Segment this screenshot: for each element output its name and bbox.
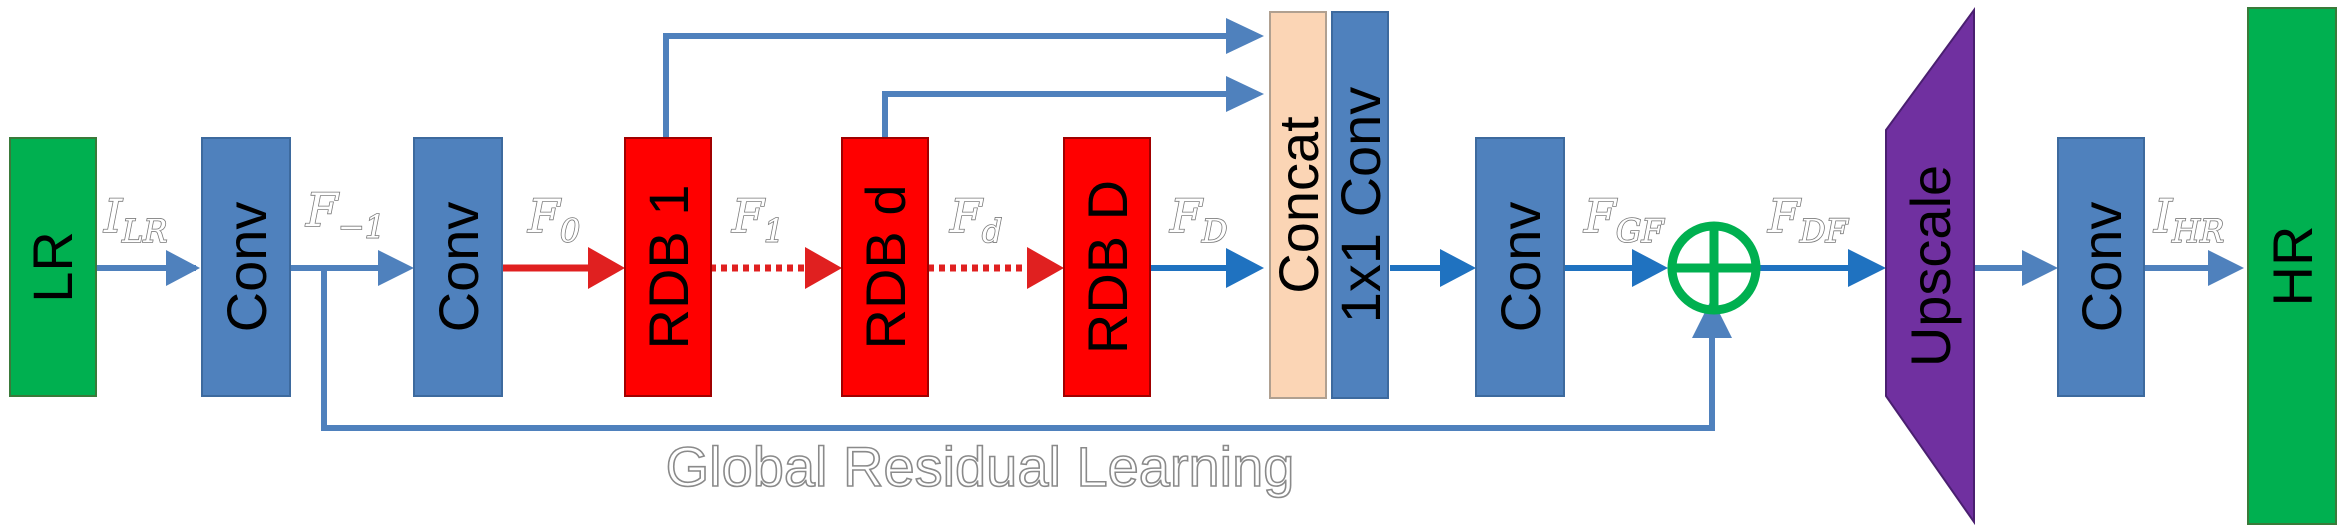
lr-block xyxy=(9,137,97,397)
arrowhead xyxy=(805,247,842,289)
connections xyxy=(96,18,2244,431)
conv-1x1-label: 1x1 Conv xyxy=(1329,87,1392,324)
lr-label: LR xyxy=(21,231,84,303)
upscale-block xyxy=(1885,6,1975,526)
signal-labels: ILR F−1 F0 F1 Fd FD FGF FDF IHR xyxy=(102,182,2225,251)
conv-label-2: Conv xyxy=(427,202,490,333)
rdbd-to-concat-path xyxy=(882,91,1240,138)
concat-block xyxy=(1269,11,1327,399)
rdb-1-block xyxy=(624,137,712,397)
signal-fdf: FDF xyxy=(1767,189,1850,250)
arrowhead xyxy=(2208,250,2244,286)
signal-fd: Fd xyxy=(949,189,1002,250)
conv-label-1: Conv xyxy=(215,202,278,333)
rdb-1-label: RDB 1 xyxy=(637,185,700,350)
rdb-d-block xyxy=(841,137,929,397)
global-residual-caption: Global Residual Learning xyxy=(666,435,1295,498)
signal-fD: FD xyxy=(1169,189,1228,250)
arrowhead xyxy=(1226,18,1264,54)
arrowhead xyxy=(1632,249,1668,287)
conv-block-4 xyxy=(2057,137,2145,397)
arrowhead xyxy=(1848,249,1886,287)
concat-label: Concat xyxy=(1267,116,1330,294)
global-residual-path xyxy=(321,268,1715,431)
upscale-label: Upscale xyxy=(1899,165,1962,367)
conv-block-1 xyxy=(201,137,291,397)
hr-label: HR xyxy=(2261,226,2324,307)
rdb-D-block xyxy=(1063,137,1151,397)
arrowhead xyxy=(1226,248,1264,288)
signal-f-minus1: F−1 xyxy=(305,183,385,246)
arrowhead xyxy=(1692,298,1732,338)
rdb-D-label: RDB D xyxy=(1076,180,1139,354)
arrowhead xyxy=(1440,249,1476,287)
conv-1x1-block xyxy=(1331,11,1389,399)
arrowhead xyxy=(1226,76,1264,112)
rdb-d-label: RDB d xyxy=(854,185,917,350)
conv-label-3: Conv xyxy=(1489,202,1552,333)
rdb1-to-concat-path xyxy=(663,33,1240,138)
hr-block xyxy=(2247,7,2337,525)
signal-f0: F0 xyxy=(527,189,580,250)
arrowhead xyxy=(166,250,200,286)
signal-fgf: FGF xyxy=(1583,189,1665,250)
conv-block-3 xyxy=(1475,137,1565,397)
conv-label-4: Conv xyxy=(2070,202,2133,333)
arrowhead xyxy=(1027,247,1064,289)
blocks: LR Conv Conv RDB 1 RDB d RDB D Concat 1x… xyxy=(9,6,2337,526)
signal-f1: F1 xyxy=(731,189,784,250)
conv-block-2 xyxy=(413,137,503,397)
arrowhead xyxy=(378,250,414,286)
elementwise-sum-node xyxy=(1667,221,1761,315)
signal-i-lr: ILR xyxy=(103,189,168,250)
arrowhead xyxy=(588,247,625,289)
arrowhead xyxy=(2022,250,2058,286)
signal-i-hr: IHR xyxy=(2153,189,2224,250)
